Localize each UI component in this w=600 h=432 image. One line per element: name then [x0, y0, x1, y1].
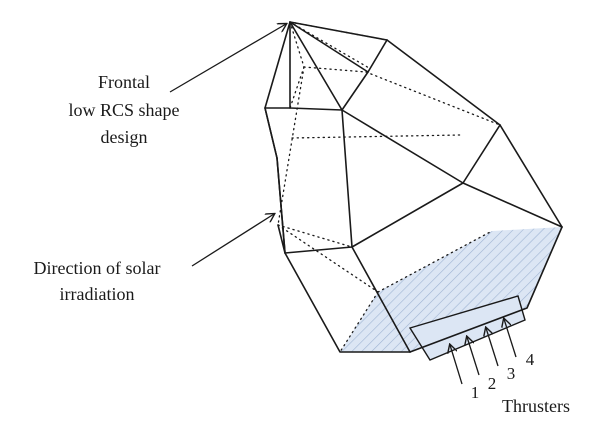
- thruster-arrow-1: [450, 345, 463, 385]
- thruster-number-4: 4: [526, 350, 535, 369]
- frontal-label-line1: Frontal: [98, 72, 150, 92]
- annotation-arrows: [169, 24, 286, 267]
- solar-arrow: [191, 214, 274, 267]
- thruster-arrow-4: [504, 319, 517, 358]
- solar-label-line1: Direction of solar: [34, 258, 161, 278]
- thrusters-label: Thrusters: [502, 396, 570, 416]
- thruster-arrow-3: [486, 328, 499, 367]
- labels: Frontal low RCS shape design Direction o…: [34, 72, 570, 416]
- thruster-number-3: 3: [507, 364, 516, 383]
- thruster-arrows: [450, 319, 517, 385]
- thruster-number-1: 1: [471, 383, 480, 402]
- frontal-arrow: [169, 24, 286, 93]
- thruster-plate: [408, 295, 526, 361]
- shaded-bottom-face: [340, 227, 562, 352]
- frontal-label-line3: design: [101, 127, 148, 147]
- frontal-label-line2: low RCS shape: [68, 100, 179, 120]
- solar-label-line2: irradiation: [60, 284, 135, 304]
- thruster-arrow-2: [467, 337, 480, 376]
- thruster-number-2: 2: [488, 374, 497, 393]
- visible-edges: [264, 21, 563, 353]
